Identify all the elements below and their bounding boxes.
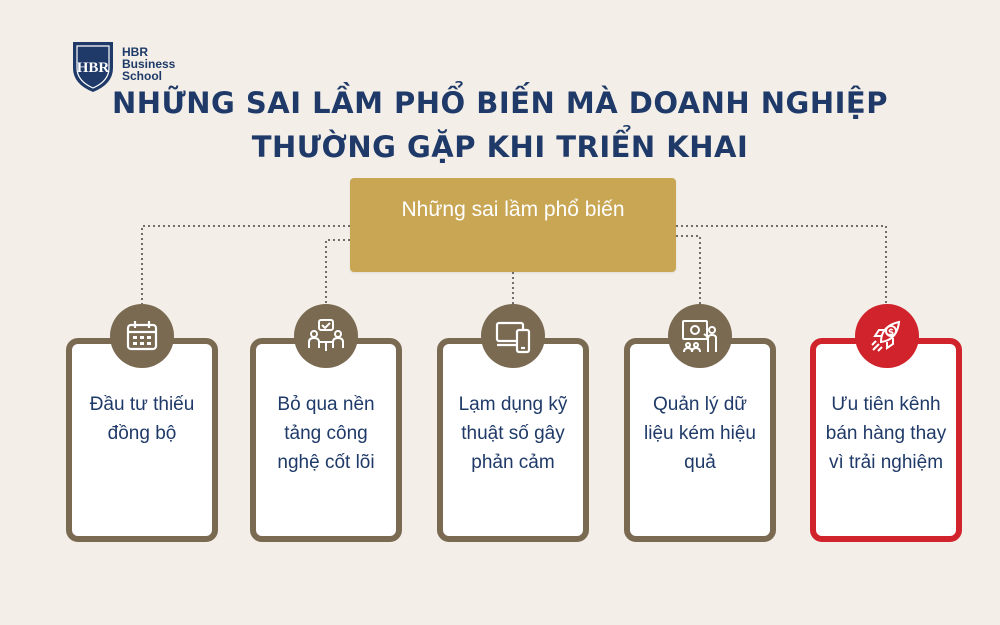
item-card-3: Lạm dụng kỹ thuật số gây phản cảm bbox=[437, 338, 589, 542]
shield-icon: HBR bbox=[73, 42, 113, 92]
svg-text:$: $ bbox=[888, 328, 894, 338]
devices-icon bbox=[495, 321, 531, 354]
logo-line-2: Business bbox=[122, 57, 176, 71]
item-label-5: Ưu tiên kênh bán hàng thay vì trải nghiệ… bbox=[825, 394, 947, 473]
page-title-line-2: THƯỜNG GẶP KHI TRIỂN KHAI bbox=[251, 130, 749, 164]
connector-5 bbox=[676, 225, 887, 304]
item-label-3: Lạm dụng kỹ thuật số gây phản cảm bbox=[458, 394, 568, 473]
rocket-money-icon: $ bbox=[871, 320, 901, 352]
connector-1 bbox=[141, 225, 350, 304]
hbr-logo: HBR HBR Business School bbox=[70, 38, 190, 98]
item-badge-3 bbox=[481, 304, 545, 368]
item-label-2: Bỏ qua nền tảng công nghệ cốt lõi bbox=[277, 394, 375, 473]
root-label: Những sai lầm phổ biến bbox=[401, 198, 625, 221]
connector-4 bbox=[676, 235, 701, 304]
logo-monogram: HBR bbox=[77, 60, 110, 76]
item-card-5: Ưu tiên kênh bán hàng thay vì trải nghiệ… bbox=[810, 338, 962, 542]
page-title-line-1: NHỮNG SAI LẦM PHỔ BIẾN MÀ DOANH NGHIỆP bbox=[111, 86, 888, 120]
item-card-1: Đầu tư thiếu đồng bộ bbox=[66, 338, 218, 542]
team-meeting-icon bbox=[308, 319, 344, 351]
item-badge-2 bbox=[294, 304, 358, 368]
item-badge-1 bbox=[110, 304, 174, 368]
item-card-2: Bỏ qua nền tảng công nghệ cốt lõi bbox=[250, 338, 402, 542]
presentation-icon bbox=[682, 320, 717, 353]
item-card-4: Quản lý dữ liệu kém hiệu quả bbox=[624, 338, 776, 542]
logo-line-1: HBR bbox=[122, 45, 148, 59]
root-node: Những sai lầm phổ biến bbox=[350, 178, 676, 272]
logo-line-3: School bbox=[122, 69, 163, 83]
calendar-icon bbox=[126, 321, 158, 351]
item-badge-5: $ bbox=[855, 304, 919, 368]
logo-text: HBR Business School bbox=[122, 46, 202, 82]
item-label-4: Quản lý dữ liệu kém hiệu quả bbox=[644, 394, 756, 473]
item-label-1: Đầu tư thiếu đồng bộ bbox=[89, 394, 195, 444]
item-badge-4 bbox=[668, 304, 732, 368]
connector-2 bbox=[325, 239, 350, 304]
